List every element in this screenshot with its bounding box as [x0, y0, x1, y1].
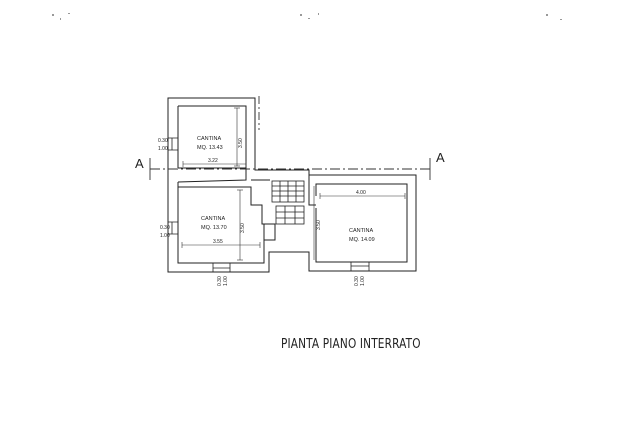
opening-2-top: 0.30: [160, 225, 170, 231]
room-3-width: 4.00: [356, 190, 366, 196]
room-2-area: MQ. 13.70: [201, 225, 227, 231]
plan-title: PIANTA PIANO INTERRATO: [281, 336, 421, 352]
dimension-lines: [181, 107, 406, 261]
opening-1-bottom: 1.00: [158, 146, 168, 152]
interior-walls: [177, 167, 316, 241]
room-3-name: CANTINA: [349, 228, 373, 234]
opening-1-top: 0.30: [158, 138, 168, 144]
opening-4-bottom: 1.00: [360, 276, 366, 286]
staircase: [271, 180, 305, 225]
scan-noise: [52, 13, 562, 20]
room-1-height: 3.50: [238, 138, 244, 148]
opening-3-bottom: 1.00: [223, 276, 229, 286]
room-2-width: 3.55: [213, 239, 223, 245]
opening-2-bottom: 1.00: [160, 233, 170, 239]
section-line: [149, 96, 431, 180]
opening-3-top: 0.30: [217, 276, 223, 286]
room-2-name: CANTINA: [201, 216, 225, 222]
room-1-area: MQ. 13.43: [197, 145, 223, 151]
room-2-height: 3.50: [240, 223, 246, 233]
exterior-walls: [167, 97, 417, 273]
room-3-area: MQ. 14.09: [349, 237, 375, 243]
section-label-left: A: [135, 156, 144, 171]
room-3-height: 3.50: [316, 220, 322, 230]
windows: [168, 137, 370, 272]
room-1-name: CANTINA: [197, 136, 221, 142]
opening-4-top: 0.30: [354, 276, 360, 286]
section-label-right: A: [436, 150, 445, 165]
opening-notes: 0.30 1.00 0.30 1.00 0.30 1.00 0.30 1.00: [158, 138, 366, 286]
room-1-width: 3.22: [208, 158, 218, 164]
